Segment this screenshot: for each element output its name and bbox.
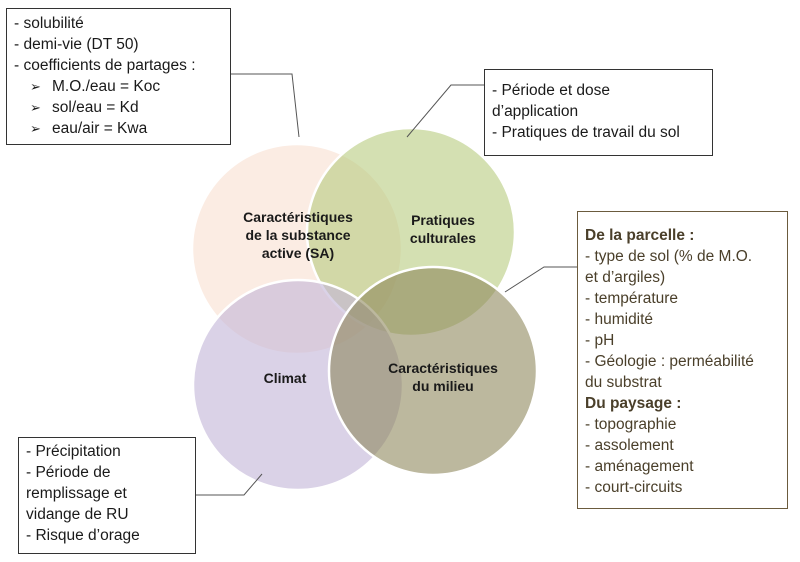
paysage-item: - court-circuits xyxy=(585,479,683,496)
box-climat-line: - Risque d’orage xyxy=(26,527,140,544)
parcelle-item: - pH xyxy=(585,332,615,349)
parcelle-item: - Géologie : perméabilité xyxy=(585,353,754,370)
parcelle-item: et d’argiles) xyxy=(585,269,666,286)
box-substance-subitem: ➢eau/air = Kwa xyxy=(30,120,148,137)
heading-parcelle: De la parcelle : xyxy=(585,227,695,244)
paysage-item: - aménagement xyxy=(585,458,694,475)
label-substance: Caractéristiques de la substance active … xyxy=(243,209,353,261)
parcelle-item: du substrat xyxy=(585,374,662,391)
connector-climat xyxy=(195,473,263,496)
parcelle-item: - type de sol (% de M.O. xyxy=(585,248,753,265)
arrow-bullet-icon: ➢ xyxy=(30,79,41,94)
box-climat-line: remplissage et xyxy=(26,485,127,502)
paysage-item: - assolement xyxy=(585,437,674,454)
box-pratiques-line: - Période et dose xyxy=(492,82,611,99)
arrow-bullet-icon: ➢ xyxy=(30,121,41,136)
box-pratiques-line: - Pratiques de travail du sol xyxy=(492,124,680,141)
box-milieu: De la parcelle : - type de sol (% de M.O… xyxy=(577,211,788,509)
box-climat-line: - Période de xyxy=(26,464,111,481)
parcelle-item: - température xyxy=(585,290,679,307)
parcelle-item: - humidité xyxy=(585,311,654,328)
box-climat-line: vidange de RU xyxy=(26,506,129,523)
box-substance-line: - demi-vie (DT 50) xyxy=(14,36,139,53)
arrow-bullet-icon: ➢ xyxy=(30,100,41,115)
box-substance: - solubilité - demi-vie (DT 50) - coeffi… xyxy=(6,8,231,145)
box-climat: - Précipitation - Période de remplissage… xyxy=(18,437,196,554)
box-substance-line: - solubilité xyxy=(14,15,84,32)
paysage-item: - topographie xyxy=(585,416,677,433)
connector-milieu xyxy=(504,266,578,293)
box-substance-subitem: ➢sol/eau = Kd xyxy=(30,99,139,116)
box-pratiques-line: d’application xyxy=(492,103,579,120)
label-climat: Climat xyxy=(263,370,307,386)
label-pratiques: Pratiques culturales xyxy=(409,212,477,246)
label-milieu: Caractéristiques du milieu xyxy=(388,360,498,394)
connector-substance xyxy=(220,73,300,138)
box-climat-line: - Précipitation xyxy=(26,443,121,460)
box-substance-line: - coefficients de partages : xyxy=(14,57,196,74)
circle-milieu xyxy=(327,265,539,477)
heading-paysage: Du paysage : xyxy=(585,395,682,412)
box-pratiques: - Période et dose d’application - Pratiq… xyxy=(484,69,713,156)
box-substance-subitem: ➢M.O./eau = Koc xyxy=(30,78,161,95)
connector-pratiques xyxy=(406,84,485,138)
